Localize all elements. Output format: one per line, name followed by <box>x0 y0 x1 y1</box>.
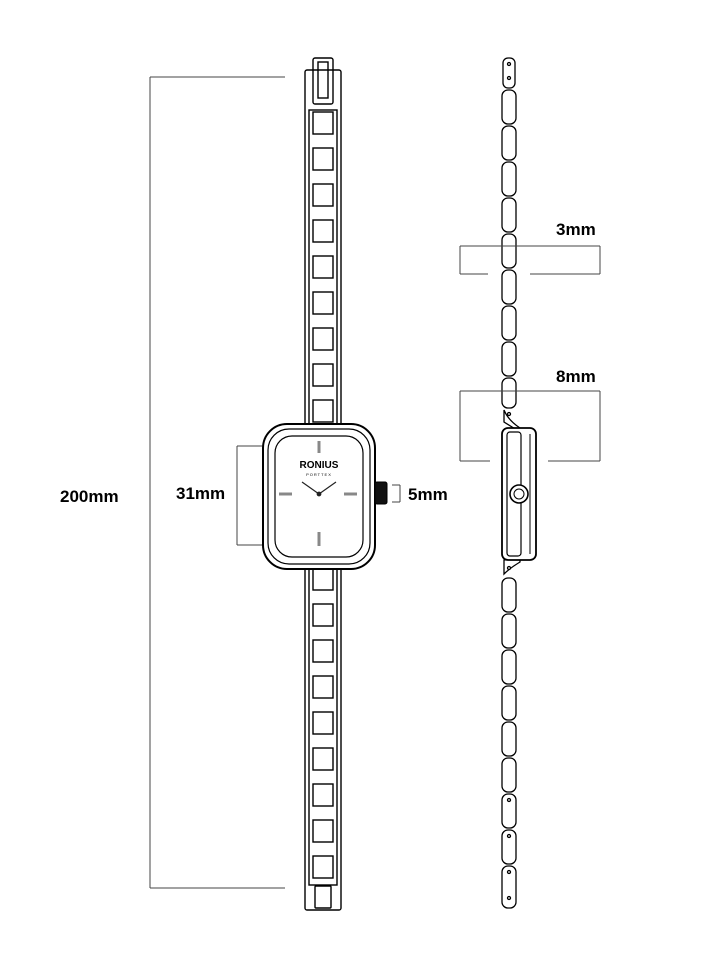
brand-subtitle: PORTTEX <box>306 472 332 477</box>
crown-size-label: 5mm <box>408 485 448 504</box>
front-bracelet-top <box>304 57 342 433</box>
brand-logo: RONIUS <box>300 460 339 471</box>
watch-case-front <box>262 423 376 570</box>
case-height-dimension-bracket <box>236 445 262 546</box>
band-thickness-label: 3mm <box>556 220 596 239</box>
crown <box>374 481 388 505</box>
case-thickness-dimension-bracket <box>459 390 601 462</box>
front-bracelet-bottom <box>304 559 342 911</box>
hour-markers <box>279 441 357 546</box>
case-thickness-label: 8mm <box>556 367 596 386</box>
band-thickness-dimension-bracket <box>459 245 601 275</box>
crown-dimension-bracket <box>392 484 401 503</box>
watch-hands <box>301 481 337 497</box>
case-height-label: 31mm <box>176 484 226 503</box>
length-label: 200mm <box>60 487 119 506</box>
length-dimension-bracket <box>149 76 285 889</box>
watch-case-side <box>501 427 537 561</box>
side-bracelet <box>501 57 521 909</box>
